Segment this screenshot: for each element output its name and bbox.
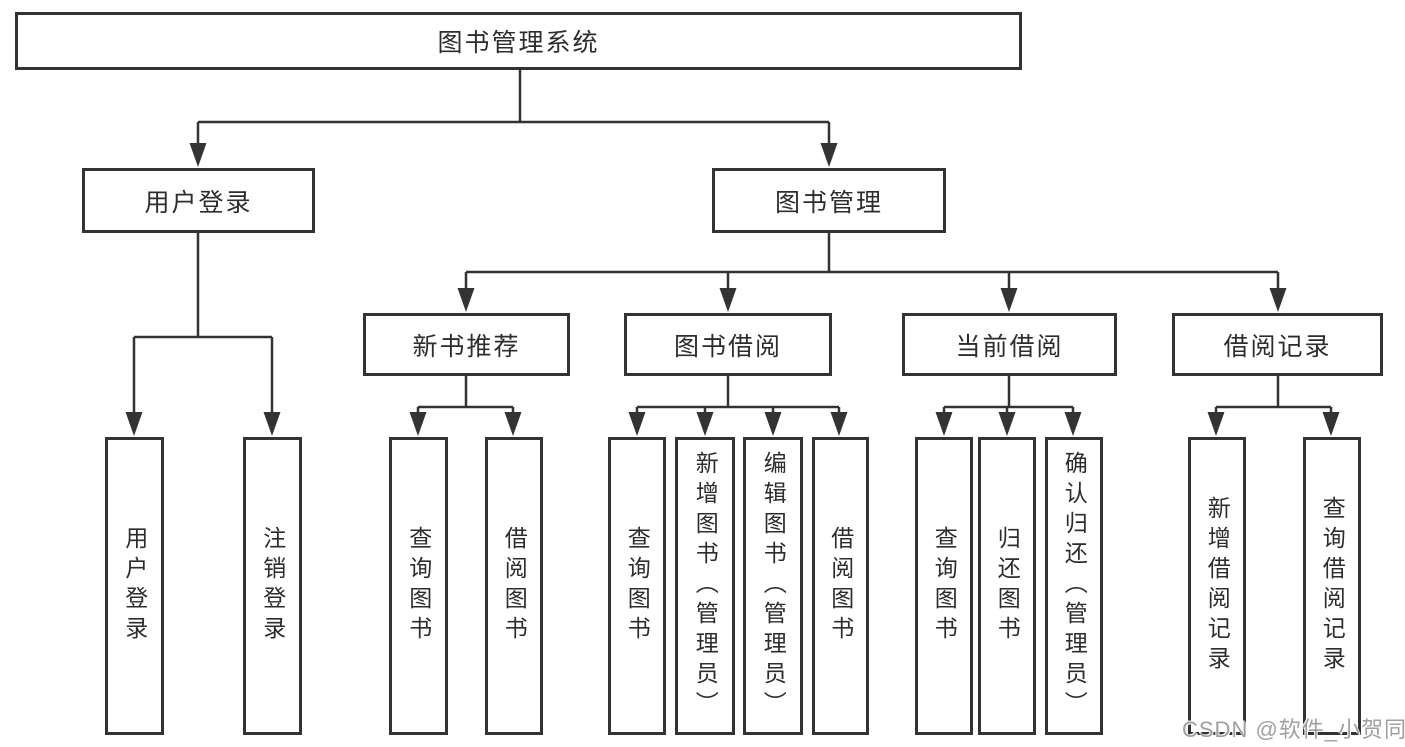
leaf-br-query-record: 查询借阅记录 xyxy=(1303,437,1361,735)
node-new-book-recommend-label: 新书推荐 xyxy=(412,332,521,361)
leaf-bb-add-books-admin: 新增图书（管理员） xyxy=(675,437,735,735)
node-current-borrowing-label: 当前借阅 xyxy=(955,332,1064,361)
leaf-cb-query-books-label: 查询图书 xyxy=(931,526,958,646)
node-book-borrowing: 图书借阅 xyxy=(624,313,832,376)
leaf-cb-confirm-return-admin: 确认归还（管理员） xyxy=(1045,437,1103,735)
leaf-nbr-borrow-books-label: 借阅图书 xyxy=(501,526,528,646)
leaf-br-add-record-label: 新增借阅记录 xyxy=(1204,496,1231,676)
node-borrowing-records: 借阅记录 xyxy=(1172,313,1383,376)
leaf-br-add-record: 新增借阅记录 xyxy=(1188,437,1246,735)
node-new-book-recommend: 新书推荐 xyxy=(363,313,570,376)
leaf-bb-query-books: 查询图书 xyxy=(608,437,666,735)
node-book-management: 图书管理 xyxy=(712,168,946,233)
leaf-bb-query-books-label: 查询图书 xyxy=(624,526,651,646)
node-book-borrowing-label: 图书借阅 xyxy=(673,332,782,361)
node-borrowing-records-label: 借阅记录 xyxy=(1223,332,1332,361)
leaf-cb-confirm-return-admin-label: 确认归还（管理员） xyxy=(1061,451,1088,721)
node-current-borrowing: 当前借阅 xyxy=(902,313,1117,376)
leaf-logout-label: 注销登录 xyxy=(259,526,286,646)
leaf-nbr-query-books-label: 查询图书 xyxy=(405,526,432,646)
csdn-watermark: CSDN @软件_小贺同学 xyxy=(1182,717,1405,742)
node-root-label: 图书管理系统 xyxy=(437,29,600,57)
leaf-br-query-record-label: 查询借阅记录 xyxy=(1319,496,1346,676)
leaf-logout: 注销登录 xyxy=(243,437,302,735)
leaf-user-login-label: 用户登录 xyxy=(121,526,148,646)
leaf-cb-return-books: 归还图书 xyxy=(978,437,1036,735)
node-user-login-label: 用户登录 xyxy=(144,188,253,217)
node-root-system: 图书管理系统 xyxy=(15,12,1022,70)
leaf-user-login: 用户登录 xyxy=(105,437,164,735)
leaf-bb-edit-books-admin-label: 编辑图书（管理员） xyxy=(760,451,787,721)
leaf-bb-borrow-books: 借阅图书 xyxy=(812,437,869,735)
leaf-bb-borrow-books-label: 借阅图书 xyxy=(827,526,854,646)
leaf-nbr-borrow-books: 借阅图书 xyxy=(485,437,543,735)
node-user-login: 用户登录 xyxy=(82,168,315,233)
leaf-bb-add-books-admin-label: 新增图书（管理员） xyxy=(692,451,719,721)
leaf-cb-query-books: 查询图书 xyxy=(915,437,973,735)
node-book-management-label: 图书管理 xyxy=(774,188,883,217)
leaf-bb-edit-books-admin: 编辑图书（管理员） xyxy=(743,437,803,735)
leaf-cb-return-books-label: 归还图书 xyxy=(994,526,1021,646)
leaf-nbr-query-books: 查询图书 xyxy=(389,437,448,735)
